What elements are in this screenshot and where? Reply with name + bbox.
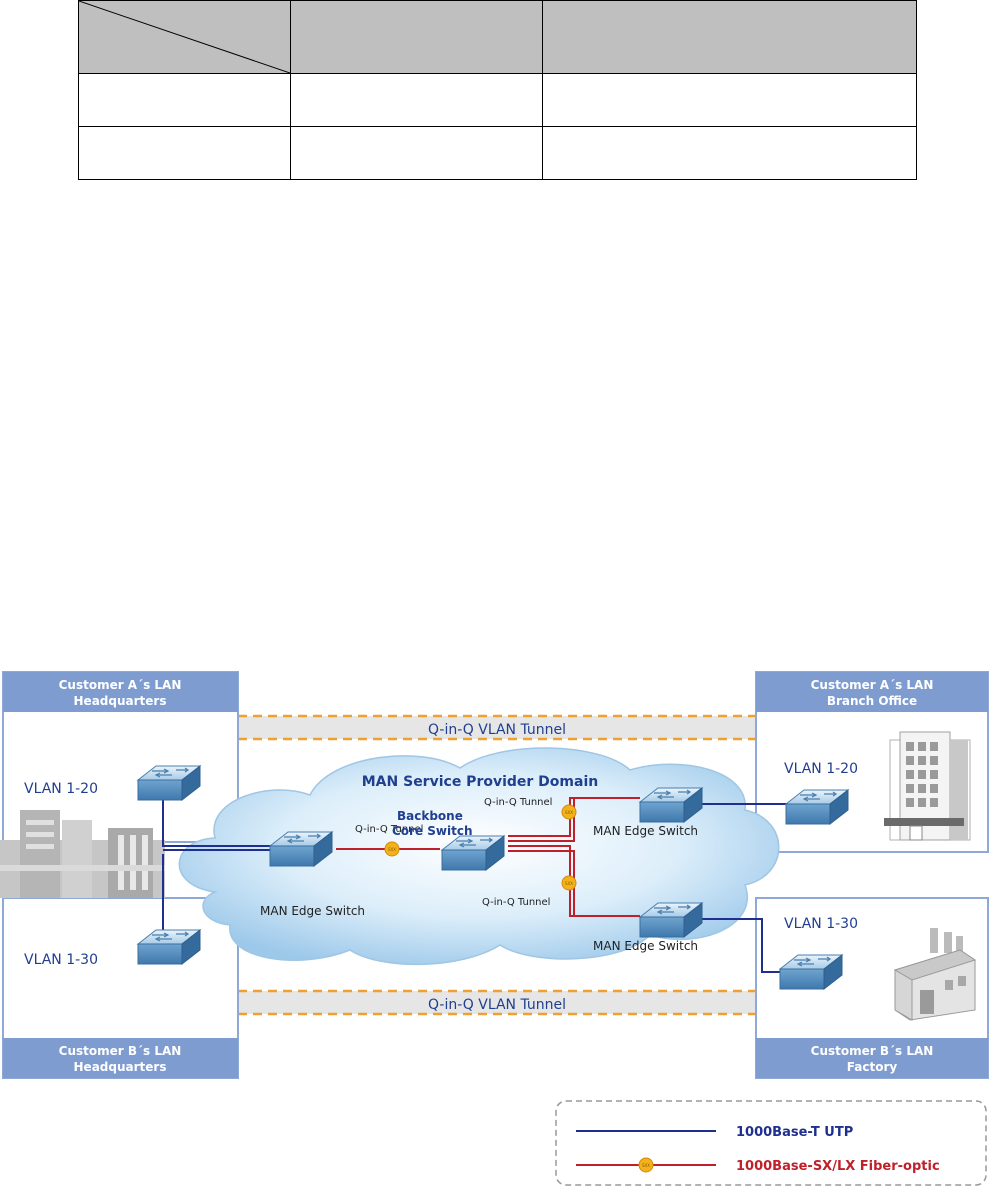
- fiber-connector-icon: [638, 1157, 654, 1173]
- cloud-title: MAN Service Provider Domain: [362, 774, 598, 790]
- edge-switch-label: MAN Edge Switch: [260, 904, 365, 918]
- panel-title-line: Factory: [847, 1060, 898, 1074]
- tunnel-top-label: Q-in-Q VLAN Tunnel: [428, 722, 566, 738]
- table-header-cell: [290, 0, 543, 74]
- vlan-label: VLAN 1-20: [24, 781, 98, 797]
- fiber-connector-icon: [561, 804, 577, 820]
- legend-fiber-label: 1000Base-SX/LX Fiber-optic: [736, 1159, 940, 1174]
- vlan-label: VLAN 1-20: [784, 761, 858, 777]
- table-cell: [542, 126, 917, 180]
- panel-title-line: Customer B´s LAN: [59, 1044, 182, 1058]
- qinq-tunnel-label: Q-in-Q Tunnel: [482, 897, 550, 908]
- table-corner-cell: [78, 0, 291, 74]
- legend: 1000Base-T UTP 1000Base-SX/LX Fiber-opti…: [555, 1100, 987, 1186]
- table-row: [78, 126, 917, 180]
- qinq-network-diagram: SXX Q-in-Q VLAN Tunnel Q-in-Q VLAN Tunne…: [0, 671, 989, 1186]
- edge-switch-label: MAN Edge Switch: [593, 939, 698, 953]
- office-building-icon: [884, 731, 971, 841]
- table-header-row: [78, 0, 917, 74]
- legend-utp-label: 1000Base-T UTP: [736, 1125, 853, 1140]
- table-cell: [290, 126, 543, 180]
- panel-title-line: Headquarters: [74, 1060, 167, 1074]
- panel-title-line: Customer A´s LAN: [811, 678, 934, 692]
- comparison-table: [78, 0, 917, 180]
- edge-switch-label: MAN Edge Switch: [593, 824, 698, 838]
- fiber-connector-icon: [561, 875, 577, 891]
- table-cell: [78, 126, 291, 180]
- tunnel-band-bottom: Q-in-Q VLAN Tunnel: [238, 989, 756, 1016]
- diagonal-divider: [79, 1, 290, 73]
- panel-customer-b-hq: Customer B´s LAN Headquarters VLAN 1-30: [2, 897, 239, 1079]
- vlan-label: VLAN 1-30: [784, 916, 858, 932]
- panel-title-line: Branch Office: [827, 694, 917, 708]
- utp-links: [162, 768, 790, 973]
- table-header-cell: [542, 0, 917, 74]
- qinq-tunnel-label: Q-in-Q Tunnel: [484, 797, 552, 808]
- table-cell: [542, 73, 917, 127]
- panel-title-line: Customer B´s LAN: [811, 1044, 934, 1058]
- tunnel-bottom-label: Q-in-Q VLAN Tunnel: [428, 997, 566, 1013]
- qinq-tunnel-label: Q-in-Q Tunnel: [355, 824, 423, 835]
- factory-icon: [893, 928, 977, 1021]
- core-switch-label: Core Switch: [392, 824, 473, 838]
- fiber-connector-icon: [384, 841, 400, 857]
- panel-title-line: Customer A´s LAN: [59, 678, 182, 692]
- panel-title-line: Headquarters: [74, 694, 167, 708]
- table-row: [78, 73, 917, 127]
- table-cell: [290, 73, 543, 127]
- tunnel-band-top: Q-in-Q VLAN Tunnel: [238, 714, 756, 741]
- table-cell: [78, 73, 291, 127]
- hq-building-icon: [0, 810, 165, 898]
- vlan-label: VLAN 1-30: [24, 952, 98, 968]
- core-switch-label: Backbone: [397, 809, 463, 823]
